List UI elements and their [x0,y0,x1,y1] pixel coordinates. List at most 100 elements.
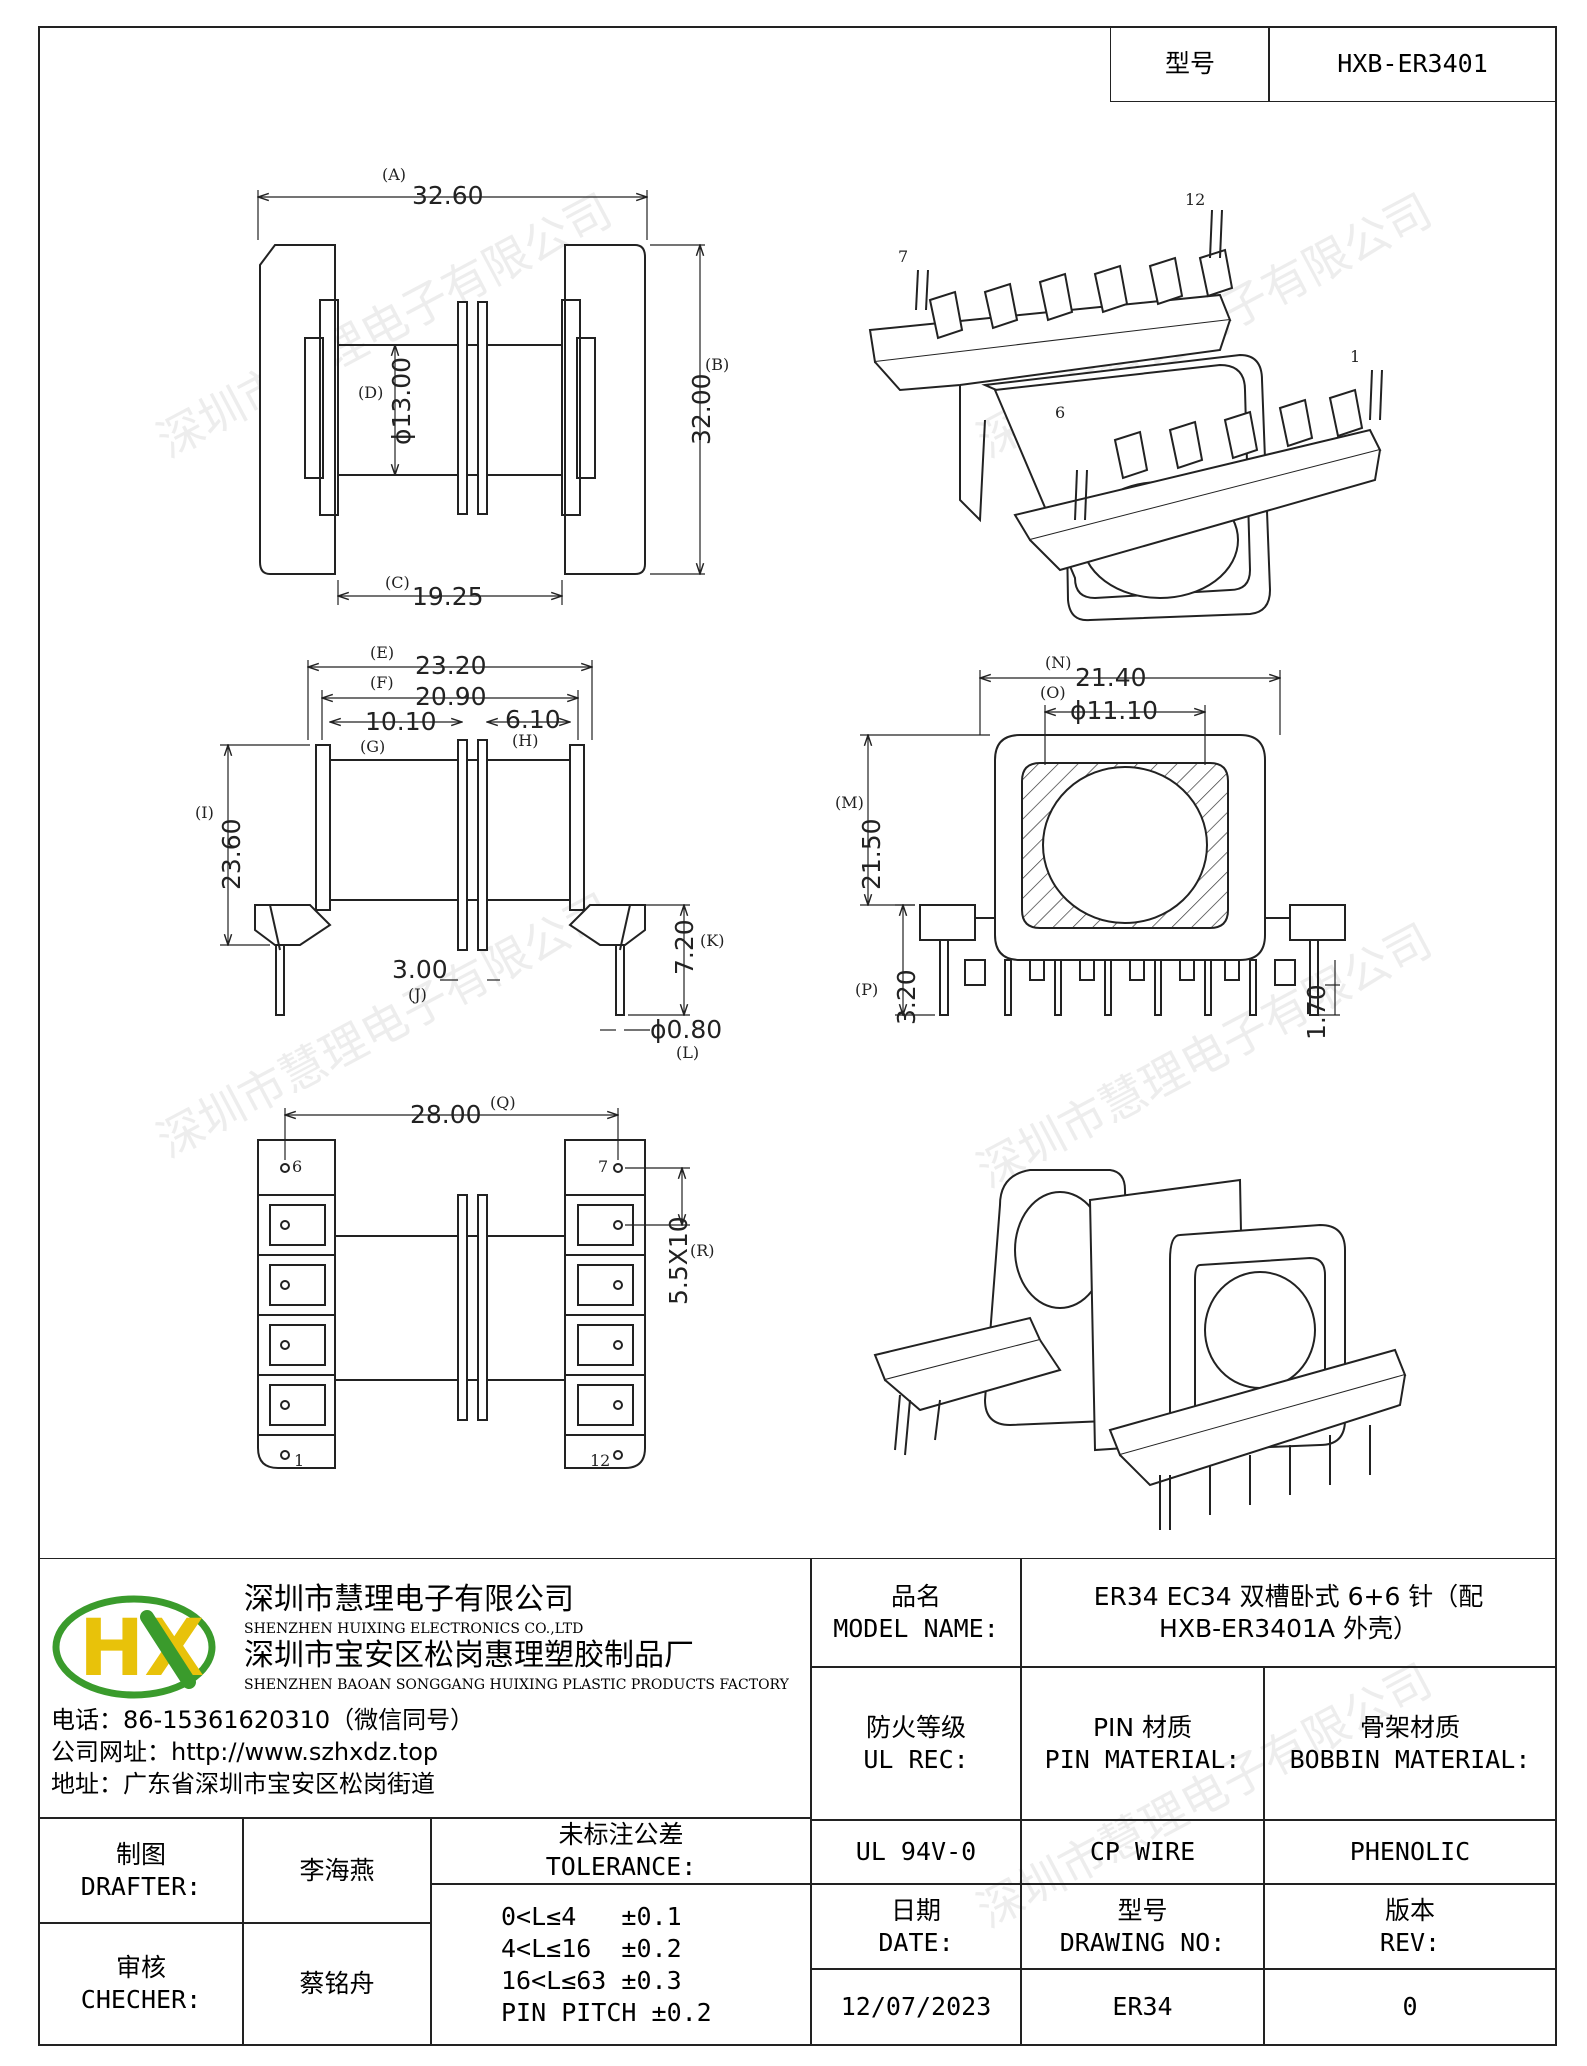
dim-a-tag: (A) [382,165,406,184]
title-block: HX 深圳市慧理电子有限公司 SHENZHEN HUIXING ELECTRON… [38,1558,1557,2046]
pin-material-label-en: PIN MATERIAL: [1044,1744,1241,1774]
dim-i-tag: (I) [195,803,214,822]
drafter-label-en: DRAFTER: [80,1871,202,1901]
dim-d-value: ϕ13.00 [387,357,416,445]
model-name-label-cn: 品名 [890,1582,941,1611]
drawing-no-label: 型号 DRAWING NO: [1020,1883,1265,1970]
isometric-view-bottom [873,1169,1407,1530]
pin-label-7: 7 [898,247,908,266]
dim-c-value: 19.25 [412,582,484,611]
factory-name-en: SHENZHEN BAOAN SONGGANG HUIXING PLASTIC … [244,1677,789,1693]
dim-k-tag: (K) [700,931,724,950]
dim-m-tag: (M) [835,793,864,812]
dim-e-value: 23.20 [415,651,487,680]
dim-p2-value: 1.70 [1302,984,1331,1040]
fire-rating-label: 防火等级 UL REC: [810,1666,1022,1821]
checker-value: 蔡铭舟 [242,1922,432,2046]
model-name-value-line1: ER34 EC34 双槽卧式 6+6 针（配 [1093,1582,1484,1611]
bottom-pin-12: 12 [590,1451,610,1470]
side-view [254,739,646,1016]
rev-label-cn: 版本 [1384,1895,1435,1925]
tolerance-line: PIN PITCH ±0.2 [501,1997,712,2027]
dim-l-value: ϕ0.80 [650,1015,722,1044]
fire-rating-label-en: UL REC: [863,1744,969,1774]
factory-name-cn: 深圳市宝安区松岗惠理塑胶制品厂 [244,1638,694,1673]
drawing-no-value: ER34 [1020,1968,1265,2046]
bobbin-material-label: 骨架材质 BOBBIN MATERIAL: [1263,1666,1557,1821]
dim-b-value: 32.00 [687,373,716,445]
rev-label: 版本 REV: [1263,1883,1557,1970]
drafter-label: 制图 DRAFTER: [38,1817,244,1924]
rev-label-en: REV: [1379,1927,1441,1957]
pin-label-1: 1 [1350,347,1360,366]
company-phone: 电话：86-15361620310（微信同号） [51,1706,475,1734]
dim-n-tag: (N) [1045,653,1071,672]
date-label-en: DATE: [878,1927,954,1957]
bobbin-material-label-cn: 骨架材质 [1359,1712,1460,1742]
company-address: 地址：广东省深圳市宝安区松岗街道 [51,1770,435,1798]
top-view [259,244,646,575]
tolerance-label-en: TOLERANCE: [545,1852,697,1881]
tolerance-values: 0<L≤4 ±0.1 4<L≤16 ±0.2 16<L≤63 ±0.3 PIN … [430,1883,812,2046]
header-model-value: HXB-ER3401 [1268,26,1557,102]
dim-a-value: 32.60 [412,181,484,210]
tolerance-line: 16<L≤63 ±0.3 [501,1965,682,1995]
dim-r-value: 5.5X10 [664,1216,693,1305]
fire-rating-label-cn: 防火等级 [865,1712,966,1742]
company-website: 公司网址：http://www.szhxdz.top [51,1738,439,1766]
dim-f-value: 20.90 [415,682,487,711]
tolerance-line: 0<L≤4 ±0.1 [501,1901,682,1931]
drawing-no-label-cn: 型号 [1117,1895,1168,1925]
dim-e-tag: (E) [370,643,394,662]
company-name-en: SHENZHEN HUIXING ELECTRONICS CO.,LTD [244,1621,584,1637]
dim-i-value: 23.60 [217,818,246,890]
dim-h-tag: (H) [512,731,538,750]
bottom-pin-1: 1 [294,1451,304,1470]
company-logo: HX [52,1595,216,1699]
header-model-label: 型号 [1110,26,1270,102]
checker-label: 审核 CHECHER: [38,1922,244,2046]
bobbin-material-label-en: BOBBIN MATERIAL: [1289,1744,1531,1774]
side-view-dims [220,660,690,1031]
dim-g-tag: (G) [360,737,385,756]
dim-b-tag: (B) [705,355,729,374]
model-name-label-en: MODEL NAME: [833,1614,999,1643]
drafter-value: 李海燕 [242,1817,432,1924]
dim-c-tag: (C) [385,573,410,592]
dim-h-value: 6.10 [505,705,561,734]
checker-label-en: CHECHER: [80,1985,202,2014]
top-view-dims [258,190,705,605]
bottom-pin-6: 6 [292,1157,302,1176]
dim-r-tag: (R) [690,1241,715,1260]
dim-n-value: 21.40 [1075,663,1147,692]
dim-p-value: 3.20 [892,969,921,1025]
dim-l-tag: (L) [676,1043,699,1062]
bottom-view-dims [285,1108,690,1225]
model-name-label: 品名 MODEL NAME: [810,1558,1022,1668]
date-value: 12/07/2023 [810,1968,1022,2046]
tolerance-line: 4<L≤16 ±0.2 [501,1933,682,1963]
bobbin-material-value: PHENOLIC [1263,1819,1557,1885]
model-name-value: ER34 EC34 双槽卧式 6+6 针（配 HXB-ER3401A 外壳） [1020,1558,1557,1668]
dim-k-value: 7.20 [670,919,699,975]
pin-material-label-cn: PIN 材质 [1092,1712,1193,1742]
dim-f-tag: (F) [370,673,394,692]
date-label: 日期 DATE: [810,1883,1022,1970]
dim-q-tag: (Q) [490,1093,516,1112]
company-name-cn: 深圳市慧理电子有限公司 [244,1582,574,1617]
dim-p-tag: (P) [855,980,878,999]
dim-o-value: ϕ11.10 [1070,696,1158,725]
dim-o-tag: (O) [1040,683,1066,702]
company-info: HX 深圳市慧理电子有限公司 SHENZHEN HUIXING ELECTRON… [38,1558,812,1819]
bottom-view [257,1139,646,1469]
dim-g-value: 10.10 [365,707,437,736]
isometric-view-top [868,209,1383,622]
drafter-label-cn: 制图 [115,1839,166,1869]
front-view-dims [860,670,1340,1015]
technical-drawing: (A) 32.60 (B) 32.00 (C) 19.25 (D) ϕ13.00… [195,165,1407,1530]
dim-q-value: 28.00 [410,1100,482,1129]
date-label-cn: 日期 [890,1895,941,1925]
rev-value: 0 [1263,1968,1557,2046]
checker-label-cn: 审核 [115,1953,166,1982]
pin-material-label: PIN 材质 PIN MATERIAL: [1020,1666,1265,1821]
